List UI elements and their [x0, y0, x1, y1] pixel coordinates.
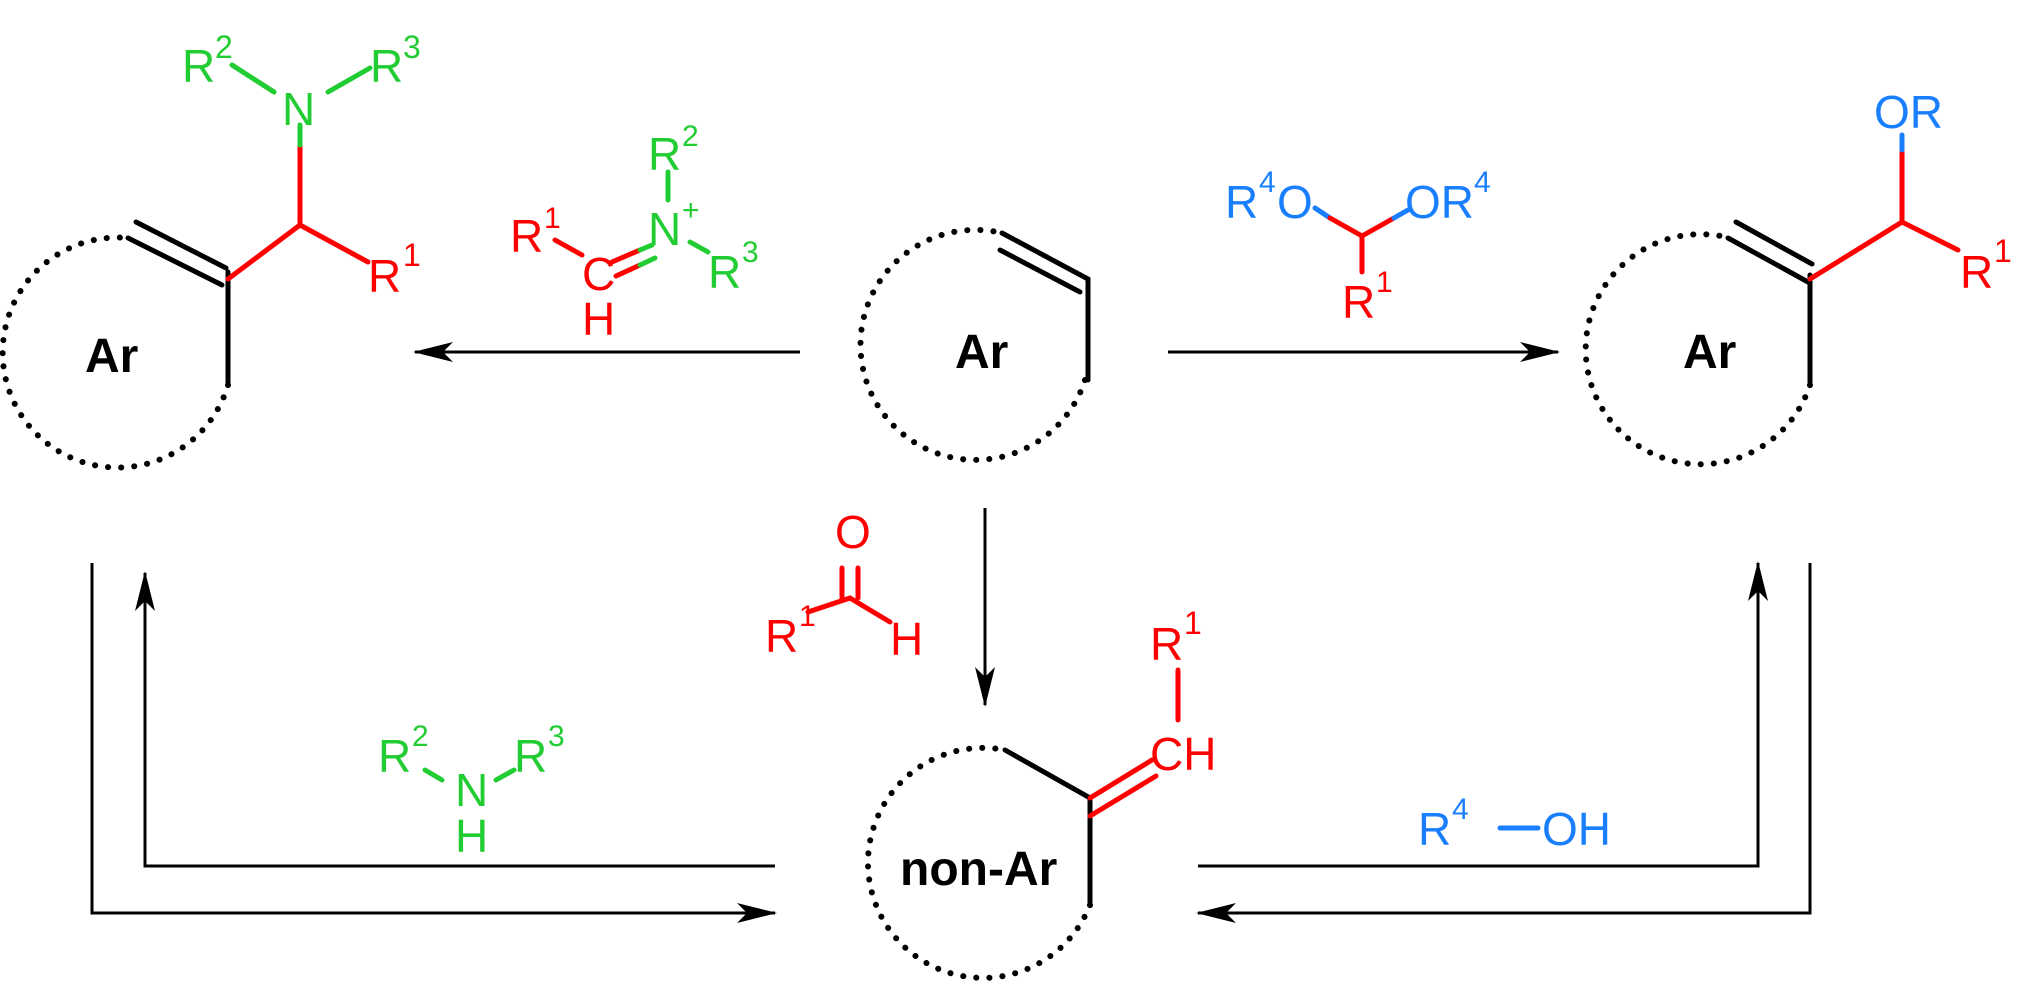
alcohol-r4: R: [1418, 803, 1451, 855]
svg-text:1: 1: [1184, 605, 1202, 641]
iminium-n: N: [648, 203, 681, 255]
amine-reagent-h: H: [455, 810, 488, 862]
ether-or: OR: [1874, 86, 1943, 138]
svg-text:1: 1: [544, 202, 561, 235]
arrow-amine-product-to-non-ar: [90, 563, 777, 923]
amine-reagent-r2: R: [378, 730, 411, 782]
exo-double-bond-bottom-b: [1087, 773, 1159, 819]
o-c-bond-left-red: [1327, 215, 1365, 239]
product-r1-left: R: [368, 250, 401, 302]
exo-double-bond-a: [125, 235, 225, 288]
iminium-r1: R: [510, 210, 543, 262]
amine-reagent: R 2 N H R 3: [378, 720, 565, 862]
iminium-reagent: R 1 C H N + R 2 R 3: [510, 120, 759, 345]
iminium-plus: +: [682, 194, 700, 227]
aldehyde-r1: R: [765, 610, 798, 662]
amine-r3: R: [370, 40, 403, 92]
r1-c-bond-aldehyde: [805, 595, 853, 615]
c-n-double-a-green: [637, 242, 655, 253]
svg-text:2: 2: [412, 720, 429, 753]
starting-material: Ar: [857, 226, 1091, 463]
o-c-bond-right-blue: [1391, 207, 1411, 221]
r1-c-bond: [552, 237, 585, 258]
acetal-r4o-left: R: [1225, 176, 1258, 228]
svg-text:O: O: [1277, 176, 1313, 228]
o-c-bond-right-red: [1359, 215, 1397, 239]
exo-double-bond-right-a: [1725, 235, 1811, 285]
svg-text:4: 4: [1452, 793, 1469, 826]
alcohol-reagent: R 4 OH: [1418, 793, 1611, 855]
svg-text:1: 1: [799, 600, 816, 633]
svg-text:1: 1: [403, 237, 421, 273]
svg-text:3: 3: [403, 29, 421, 65]
n-r3-bond-amine: [493, 767, 517, 783]
vinyl-bond: [999, 230, 1091, 383]
amine-n: N: [282, 83, 315, 135]
svg-text:1: 1: [1994, 233, 2012, 269]
aromatic-ring-dotted-left: [0, 234, 231, 471]
alkylidene-ch: CH: [1150, 728, 1216, 780]
n-r3-bond-reagent: [687, 239, 711, 255]
c-h-bond-aldehyde: [847, 595, 893, 625]
product-r1-right: R: [1960, 246, 1993, 298]
amine-product: Ar N R 2 R 3 R 1: [0, 29, 421, 471]
iminium-h: H: [582, 293, 615, 345]
svg-text:4: 4: [1259, 166, 1276, 199]
acetal-r1: R: [1342, 276, 1375, 328]
alcohol-oh: OH: [1542, 803, 1611, 855]
c-n-double-a-red: [609, 247, 643, 265]
n-r2-bond: [229, 62, 277, 95]
new-c-c-bond-right: [1807, 219, 1961, 282]
svg-text:3: 3: [742, 236, 759, 269]
c-n-double-b-green: [637, 255, 658, 268]
vinyl-double-bond: [997, 247, 1083, 295]
svg-text:1: 1: [1376, 266, 1393, 299]
non-aromatic-ring-dotted: [864, 744, 1093, 981]
exo-double-bond-b: [133, 219, 229, 271]
n-r3-bond: [325, 65, 373, 95]
ring-label-ar-right: Ar: [1683, 326, 1736, 379]
arrow-non-ar-to-ether-product: [1198, 561, 1768, 868]
svg-text:2: 2: [215, 29, 233, 65]
aldehyde-reagent: O R 1 H: [765, 506, 923, 665]
non-aromatic-intermediate: non-Ar CH R 1: [864, 605, 1216, 981]
exo-double-bond-bottom-a: [1087, 757, 1155, 801]
aldehyde-h: H: [890, 613, 923, 665]
ether-product: Ar OR R 1: [1582, 86, 2012, 468]
svg-text:2: 2: [682, 120, 699, 153]
alkylidene-r1: R: [1150, 618, 1183, 670]
exo-double-bond-right-b: [1733, 219, 1815, 267]
iminium-r3: R: [708, 246, 741, 298]
iminium-r2: R: [648, 128, 681, 180]
ring-label-ar: Ar: [955, 326, 1008, 379]
arrow-non-ar-to-amine-product: [135, 571, 775, 868]
acetal-or4-right: OR: [1405, 176, 1474, 228]
aldehyde-o: O: [835, 506, 871, 558]
o-c-bond-left-blue: [1312, 205, 1333, 221]
amine-reagent-r3: R: [514, 730, 547, 782]
svg-text:3: 3: [548, 720, 565, 753]
amine-reagent-n: N: [455, 764, 488, 816]
ring-label-ar-left: Ar: [85, 330, 138, 383]
new-c-c-bond: [225, 222, 371, 282]
acetal-reagent: R 4 O OR 4 R 1: [1225, 166, 1491, 328]
svg-text:4: 4: [1474, 166, 1491, 199]
amine-r2: R: [182, 40, 215, 92]
ring-label-non-ar: non-Ar: [900, 843, 1057, 896]
arrow-ether-product-to-non-ar: [1196, 563, 1812, 923]
iminium-c: C: [582, 248, 615, 300]
c-n-double-b-red: [613, 262, 643, 279]
r2-n-bond-amine: [422, 767, 445, 783]
